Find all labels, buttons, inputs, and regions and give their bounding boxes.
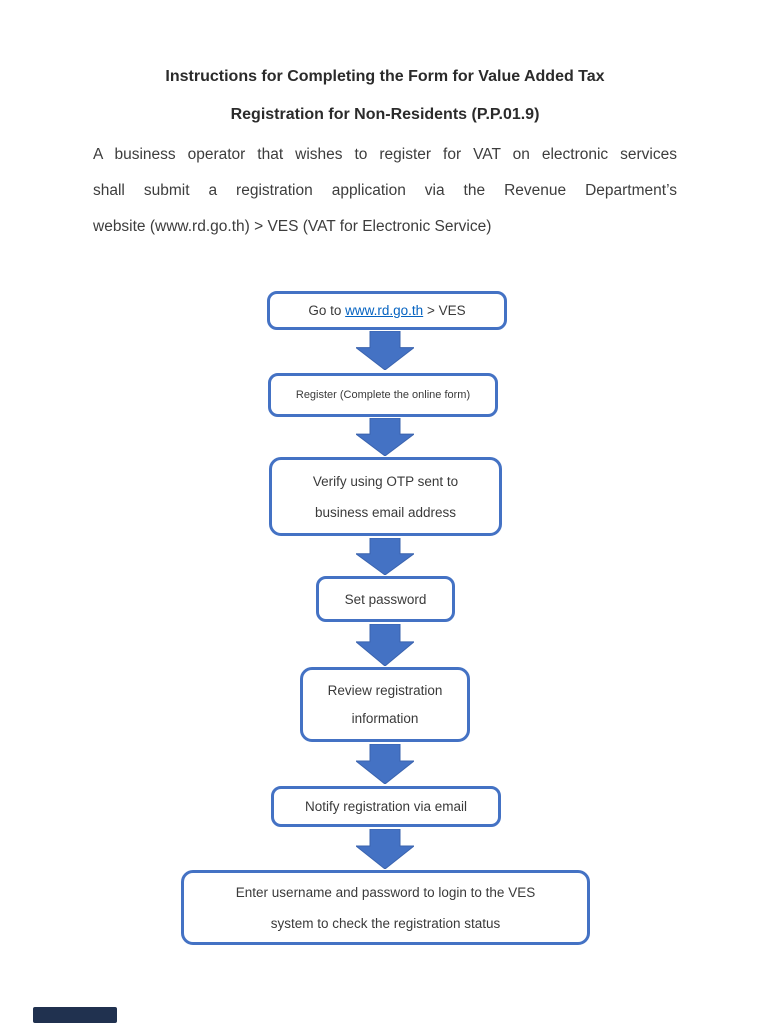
page-title-line1: Instructions for Completing the Form for…: [165, 68, 605, 85]
flow-step-login-check-status-line1: Enter username and password to login to …: [235, 884, 536, 900]
down-arrow-5: [356, 744, 414, 784]
step1-suffix: > VES: [423, 303, 466, 318]
flow-step-set-password: Set password: [316, 576, 455, 622]
intro-line2: shall submit a registration application …: [93, 182, 677, 199]
down-arrow-6: [356, 829, 414, 869]
next-page-preview-bar: [33, 1007, 117, 1023]
flow-step-review-registration: Review registration information: [300, 667, 470, 742]
intro-line3: website (www.rd.go.th) > VES (VAT for El…: [93, 218, 492, 235]
flow-step-go-to-website-label: Go to www.rd.go.th > VES: [308, 296, 465, 325]
flow-step-go-to-website: Go to www.rd.go.th > VES: [267, 291, 507, 330]
page-title: Instructions for Completing the Form for…: [0, 58, 770, 134]
flow-step-login-check-status: Enter username and password to login to …: [181, 870, 590, 945]
flow-step-verify-otp: Verify using OTP sent to business email …: [269, 457, 502, 536]
flow-step-verify-otp-line2: business email address: [314, 504, 457, 520]
down-arrow-4: [356, 624, 414, 666]
down-arrow-1: [356, 331, 414, 370]
flow-step-login-check-status-line2: system to check the registration status: [270, 915, 501, 931]
rd-go-th-link[interactable]: www.rd.go.th: [345, 303, 424, 318]
flow-step-register-label: Register (Complete the online form): [295, 388, 471, 401]
flow-step-notify-email: Notify registration via email: [271, 786, 501, 827]
step1-prefix: Go to: [308, 303, 346, 318]
flow-step-set-password-label: Set password: [344, 591, 427, 607]
intro-paragraph: A business operator that wishes to regis…: [93, 137, 677, 245]
down-arrow-2: [356, 418, 414, 456]
down-arrow-3: [356, 538, 414, 575]
intro-line1: A business operator that wishes to regis…: [93, 146, 677, 163]
flow-step-notify-email-label: Notify registration via email: [304, 799, 468, 814]
page-title-line2: Registration for Non-Residents (P.P.01.9…: [230, 106, 540, 123]
flow-step-review-registration-line1: Review registration: [327, 682, 443, 698]
flow-step-review-registration-line2: information: [351, 710, 419, 726]
flow-step-verify-otp-line1: Verify using OTP sent to: [312, 473, 459, 489]
flow-step-register: Register (Complete the online form): [268, 373, 498, 417]
